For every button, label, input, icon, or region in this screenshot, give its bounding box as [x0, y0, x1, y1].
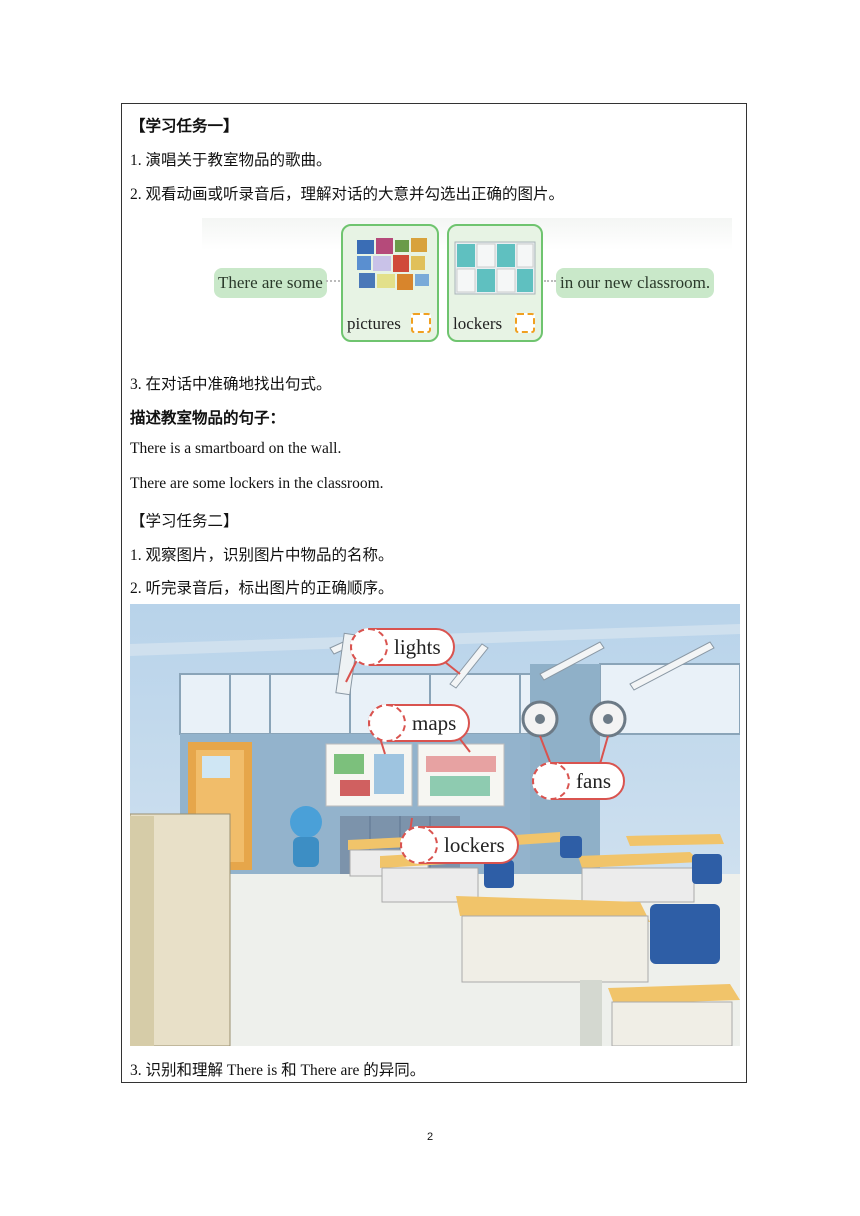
label-maps-text: maps [412, 711, 457, 735]
task1-item-2: 2. 观看动画或听录音后，理解对话的大意并勾选出正确的图片。 [130, 186, 565, 203]
task2-item-2: 2. 听完录音后，标出图片的正确顺序。 [130, 580, 394, 597]
label-lockers[interactable]: lockers [400, 826, 519, 864]
lockers-illustration [454, 241, 536, 295]
label-fans[interactable]: fans [532, 762, 625, 800]
option-label-pictures: pictures [347, 314, 401, 333]
strip-right-text: in our new classroom. [556, 268, 715, 298]
strip-left-text: There are some [214, 268, 327, 298]
option-card-lockers[interactable]: lockers [447, 224, 543, 342]
order-circle-lights[interactable] [350, 628, 388, 666]
sentence-strip-figure: There are some pictures [202, 212, 732, 346]
label-lockers-text: lockers [444, 833, 505, 857]
classroom-scene [130, 604, 740, 1046]
pictures-illustration [357, 238, 429, 290]
sentence-2: There are some lockers in the classroom. [130, 475, 384, 492]
order-circle-maps[interactable] [368, 704, 406, 742]
classroom-illustration: lights maps fans lockers [130, 604, 740, 1046]
task2-heading: 【学习任务二】 [130, 513, 239, 530]
order-circle-lockers[interactable] [400, 826, 438, 864]
checkbox-lockers[interactable] [515, 313, 535, 333]
label-maps[interactable]: maps [368, 704, 471, 742]
page-number: 2 [426, 1131, 434, 1143]
label-lights-text: lights [394, 635, 441, 659]
sentence-1: There is a smartboard on the wall. [130, 440, 342, 457]
order-circle-fans[interactable] [532, 762, 570, 800]
label-lights[interactable]: lights [350, 628, 455, 666]
option-card-pictures[interactable]: pictures [341, 224, 439, 342]
task2-item-3: 3. 识别和理解 There is 和 There are 的异同。 [130, 1062, 426, 1079]
strip-connector-right [544, 280, 556, 282]
task1-item-3: 3. 在对话中准确地找出句式。 [130, 376, 332, 393]
task2-item-1: 1. 观察图片，识别图片中物品的名称。 [130, 547, 394, 564]
option-label-lockers: lockers [453, 314, 503, 333]
task-table: 【学习任务一】 1. 演唱关于教室物品的歌曲。 2. 观看动画或听录音后，理解对… [121, 103, 747, 1083]
task1-item-1: 1. 演唱关于教室物品的歌曲。 [130, 152, 332, 169]
sentences-heading: 描述教室物品的句子： [130, 410, 286, 427]
strip-connector [326, 280, 340, 282]
checkbox-pictures[interactable] [411, 313, 431, 333]
label-fans-text: fans [576, 769, 611, 793]
task1-heading: 【学习任务一】 [130, 118, 239, 135]
